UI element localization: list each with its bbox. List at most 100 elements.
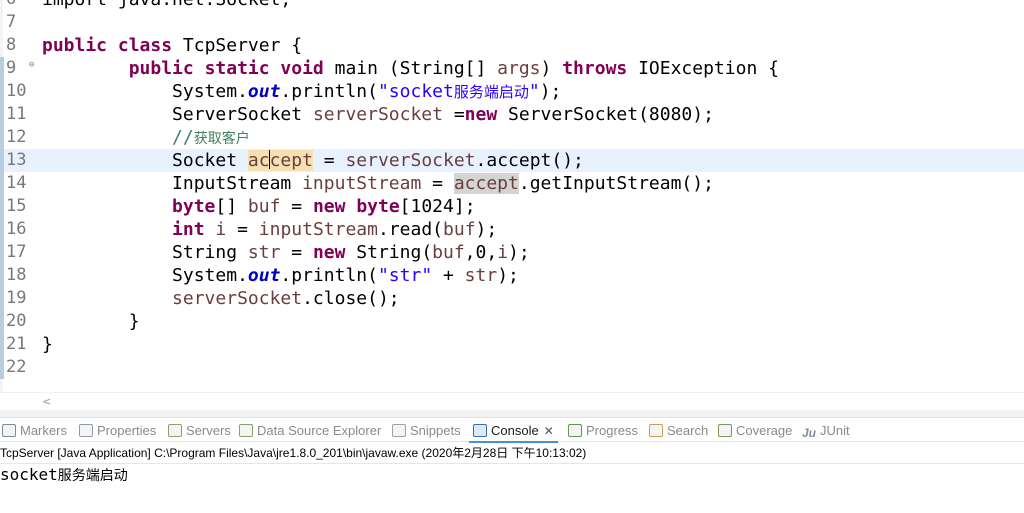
code-token: } <box>42 311 140 332</box>
code-token: i <box>215 219 227 240</box>
code-token: [] <box>215 196 248 217</box>
code-token: serverSocket <box>312 104 443 125</box>
tab-markers[interactable]: Markers <box>2 418 67 443</box>
line-change-marker <box>0 80 4 103</box>
tab-coverage[interactable]: Coverage <box>718 418 792 443</box>
line-number: 16 <box>6 219 27 239</box>
console-separator <box>0 463 1024 464</box>
code-line[interactable]: 21} <box>0 333 1024 356</box>
snippets-icon <box>392 424 406 437</box>
search-icon <box>649 424 663 437</box>
tab-search[interactable]: Search <box>649 418 708 443</box>
code-token: "socket <box>377 81 454 102</box>
line-change-marker <box>0 356 4 379</box>
tab-servers[interactable]: Servers <box>168 418 231 443</box>
code-line[interactable]: 22 <box>0 356 1024 379</box>
console-process-label: TcpServer [Java Application] C:\Program … <box>0 446 587 460</box>
code-line[interactable]: 14 InputStream inputStream = accept.getI… <box>0 172 1024 195</box>
code-line[interactable]: 16 int i = inputStream.read(buf); <box>0 218 1024 241</box>
code-token: int <box>172 219 216 240</box>
code-token: serverSocket <box>345 150 476 171</box>
code-text: ServerSocket serverSocket =new ServerSoc… <box>42 103 714 126</box>
tab-console[interactable]: Console ✕ <box>469 418 558 443</box>
code-token: cept <box>269 150 313 171</box>
code-line[interactable]: 15 byte[] buf = new byte[1024]; <box>0 195 1024 218</box>
line-number: 8 <box>6 35 17 55</box>
code-token: buf <box>432 242 465 263</box>
code-line[interactable]: 10 System.out.println("socket服务端启动"); <box>0 80 1024 103</box>
line-change-marker <box>0 126 4 149</box>
code-token: ); <box>508 242 530 263</box>
code-token: void <box>280 58 335 79</box>
code-line[interactable]: 9⊖ public static void main (String[] arg… <box>0 57 1024 80</box>
line-change-marker <box>0 333 4 356</box>
views-tab-bar: Markers Properties Servers Data Source Expl… <box>0 417 1024 443</box>
tab-label: Snippets <box>410 423 461 438</box>
code-token: = <box>312 150 346 171</box>
line-number: 20 <box>6 311 27 331</box>
code-token: String( <box>356 242 433 263</box>
code-line[interactable]: 13 Socket accept = serverSocket.accept()… <box>0 149 1024 172</box>
panel-divider[interactable] <box>0 410 1024 417</box>
code-token: = <box>442 104 465 125</box>
servers-icon <box>168 424 182 437</box>
code-token: ac <box>247 150 270 171</box>
code-editor[interactable]: 6 import java.net.Socket;78 public class T… <box>0 0 1024 392</box>
tab-properties[interactable]: Properties <box>79 418 156 443</box>
code-line[interactable]: 20 } <box>0 310 1024 333</box>
code-line[interactable]: 6 import java.net.Socket; <box>0 0 1024 11</box>
line-change-marker <box>0 103 4 126</box>
code-token: = <box>421 173 454 194</box>
code-text: System.out.println("socket服务端启动"); <box>42 80 561 104</box>
tab-progress[interactable]: Progress <box>568 418 638 443</box>
code-text: InputStream inputStream = accept.getInpu… <box>42 172 714 195</box>
code-line[interactable]: 12 //获取客户 <box>0 126 1024 149</box>
tab-label: Console <box>491 423 539 438</box>
markers-icon <box>2 424 16 437</box>
code-line[interactable]: 18 System.out.println("str" + str); <box>0 264 1024 287</box>
line-number: 12 <box>6 127 27 147</box>
code-token: new <box>312 242 357 263</box>
editor-horizontal-scrollbar[interactable]: < <box>0 392 1024 410</box>
line-change-marker <box>0 241 4 264</box>
code-token: byte <box>356 196 400 217</box>
tab-data-source-explorer[interactable]: Data Source Explorer <box>239 418 381 443</box>
code-token: String <box>42 242 248 263</box>
code-line[interactable]: 8 public class TcpServer { <box>0 34 1024 57</box>
code-token: throws <box>562 58 639 79</box>
code-token: .println( <box>280 265 378 286</box>
tab-snippets[interactable]: Snippets <box>392 418 461 443</box>
console-output[interactable]: socket服务端启动 <box>0 465 128 486</box>
code-token: ); <box>497 265 519 286</box>
code-text: } <box>42 333 53 356</box>
code-token: args <box>497 58 541 79</box>
code-text: //获取客户 <box>42 126 250 151</box>
code-line[interactable]: 7 <box>0 11 1024 34</box>
code-token: ServerSocket <box>42 104 313 125</box>
code-token: import java.net.Socket; <box>42 0 291 10</box>
line-number: 6 <box>6 0 32 11</box>
code-line[interactable]: 19 serverSocket.close(); <box>0 287 1024 310</box>
code-token: out <box>247 81 281 102</box>
code-text: byte[] buf = new byte[1024]; <box>42 195 475 218</box>
code-text: serverSocket.close(); <box>42 287 400 310</box>
code-token: System. <box>42 81 248 102</box>
code-token: ); <box>539 81 562 102</box>
scroll-left-arrow-icon[interactable]: < <box>42 395 52 408</box>
fold-collapse-icon[interactable]: ⊖ <box>29 60 35 70</box>
code-line[interactable]: 17 String str = new String(buf,0,i); <box>0 241 1024 264</box>
junit-icon: Ju <box>802 426 817 440</box>
code-token: " <box>528 81 540 102</box>
close-icon[interactable]: ✕ <box>543 424 554 438</box>
code-token: buf <box>443 219 476 240</box>
line-number: 19 <box>6 288 27 308</box>
code-token: .getInputStream(); <box>518 173 714 194</box>
code-token: "str" <box>377 265 433 286</box>
code-text: public class TcpServer { <box>42 34 302 57</box>
code-token: inputStream <box>302 173 422 194</box>
console-output-cjk: 服务端启动 <box>57 468 128 484</box>
code-line[interactable]: 11 ServerSocket serverSocket =new Server… <box>0 103 1024 126</box>
code-token: IOException { <box>638 58 779 79</box>
code-token <box>42 58 129 79</box>
